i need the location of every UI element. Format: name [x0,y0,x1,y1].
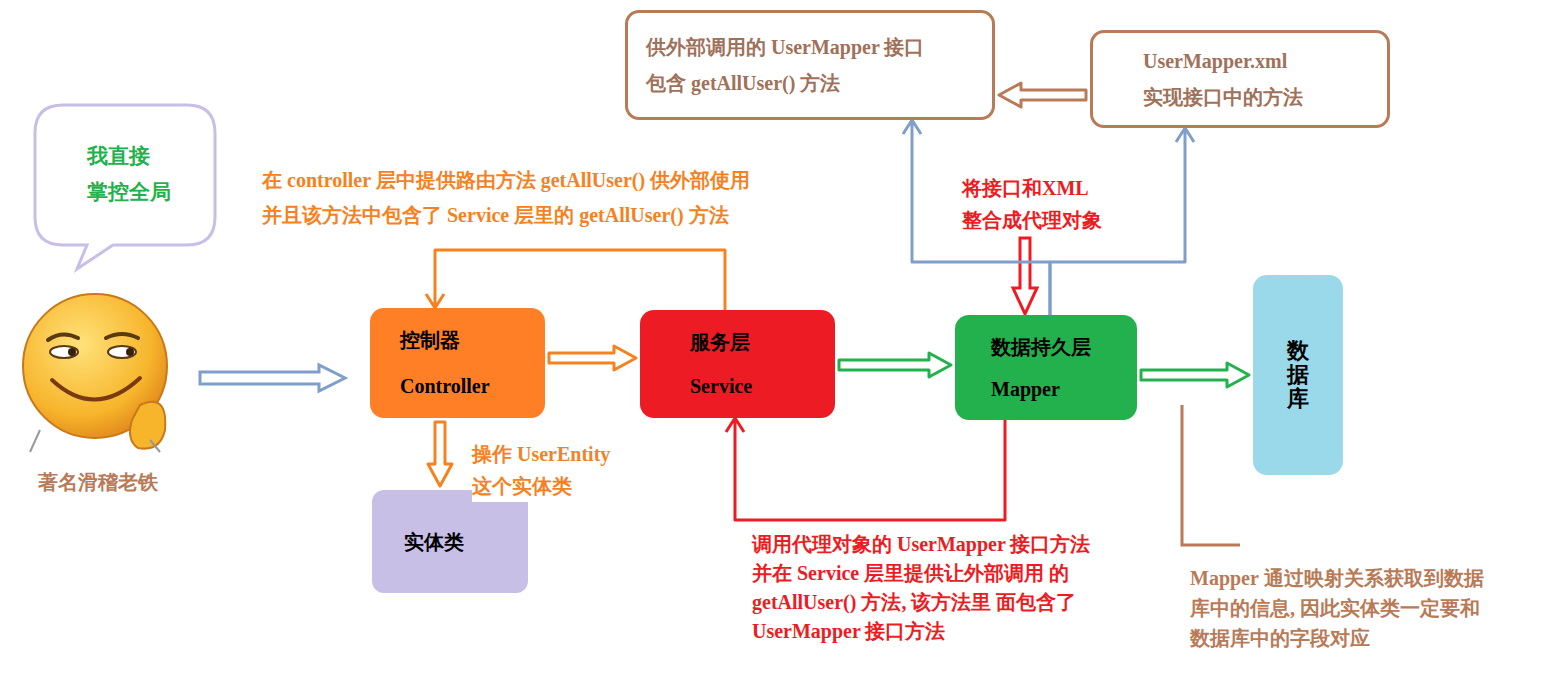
speech-bubble: 我直接 掌控全局 [35,105,215,245]
smile [52,378,140,400]
hand [130,402,165,449]
leader-line [1182,405,1240,545]
hollow-arrow-connector [549,346,636,370]
hollow-arrow [200,365,345,391]
xml-box: UserMapper.xml 实现接口中的方法 [1090,30,1390,128]
funny-face-illustration [23,294,167,452]
routed-connector [726,418,1005,520]
node-text: 实体类 [404,528,508,556]
hollow-arrow-connector [1141,363,1249,387]
body-outline [30,430,160,452]
eyebrow [48,334,78,340]
proxy-note: 将接口和XML 整合成代理对象 [962,172,1137,236]
edge-annotation: 操作 UserEntity 这个实体类 [472,438,662,502]
database-box: 数据库 [1253,275,1343,475]
node-text: UserMapper.xml 实现接口中的方法 [1143,43,1317,115]
mapping-note: Mapper 通过映射关系获取到数据 库中的信息, 因此实体类一定要和 数据库中… [1190,563,1542,653]
node-text: 供外部调用的 UserMapper 接口 包含 getAllUser() 方法 [646,29,955,101]
eyebrow [106,334,138,338]
node-text: 我直接 掌控全局 [87,139,179,210]
pupil [126,348,134,356]
character-caption: 著名滑稽老铁 [38,468,158,496]
entity-box: 实体类 [372,490,528,593]
node-text: 控制器 Controller [400,317,517,409]
bubble-outline [35,105,215,245]
bubble-shape [35,105,215,269]
hollow-arrow-connector [999,83,1086,107]
node-text: 数据库 [1287,339,1309,412]
service-box: 服务层 Service [640,310,835,418]
mapper-box: 数据持久层 Mapper [955,315,1137,420]
pupil [68,348,76,356]
hollow-arrow-connector [428,422,452,486]
node-text: 服务层 Service [690,320,805,408]
edge-annotation: 调用代理对象的 UserMapper 接口方法 并在 Service 层里提供让… [752,530,1117,646]
hollow-arrow [1013,238,1037,314]
eye [50,346,78,358]
node-text: 数据持久层 Mapper [991,326,1117,410]
interface-box: 供外部调用的 UserMapper 接口 包含 getAllUser() 方法 [625,10,995,120]
hollow-arrow-connector [839,353,951,377]
edge-annotation: 在 controller 层中提供路由方法 getAllUser() 供外部使用… [262,163,862,233]
routed-connector [426,250,725,310]
eye [108,346,136,358]
controller-box: 控制器 Controller [370,308,545,418]
